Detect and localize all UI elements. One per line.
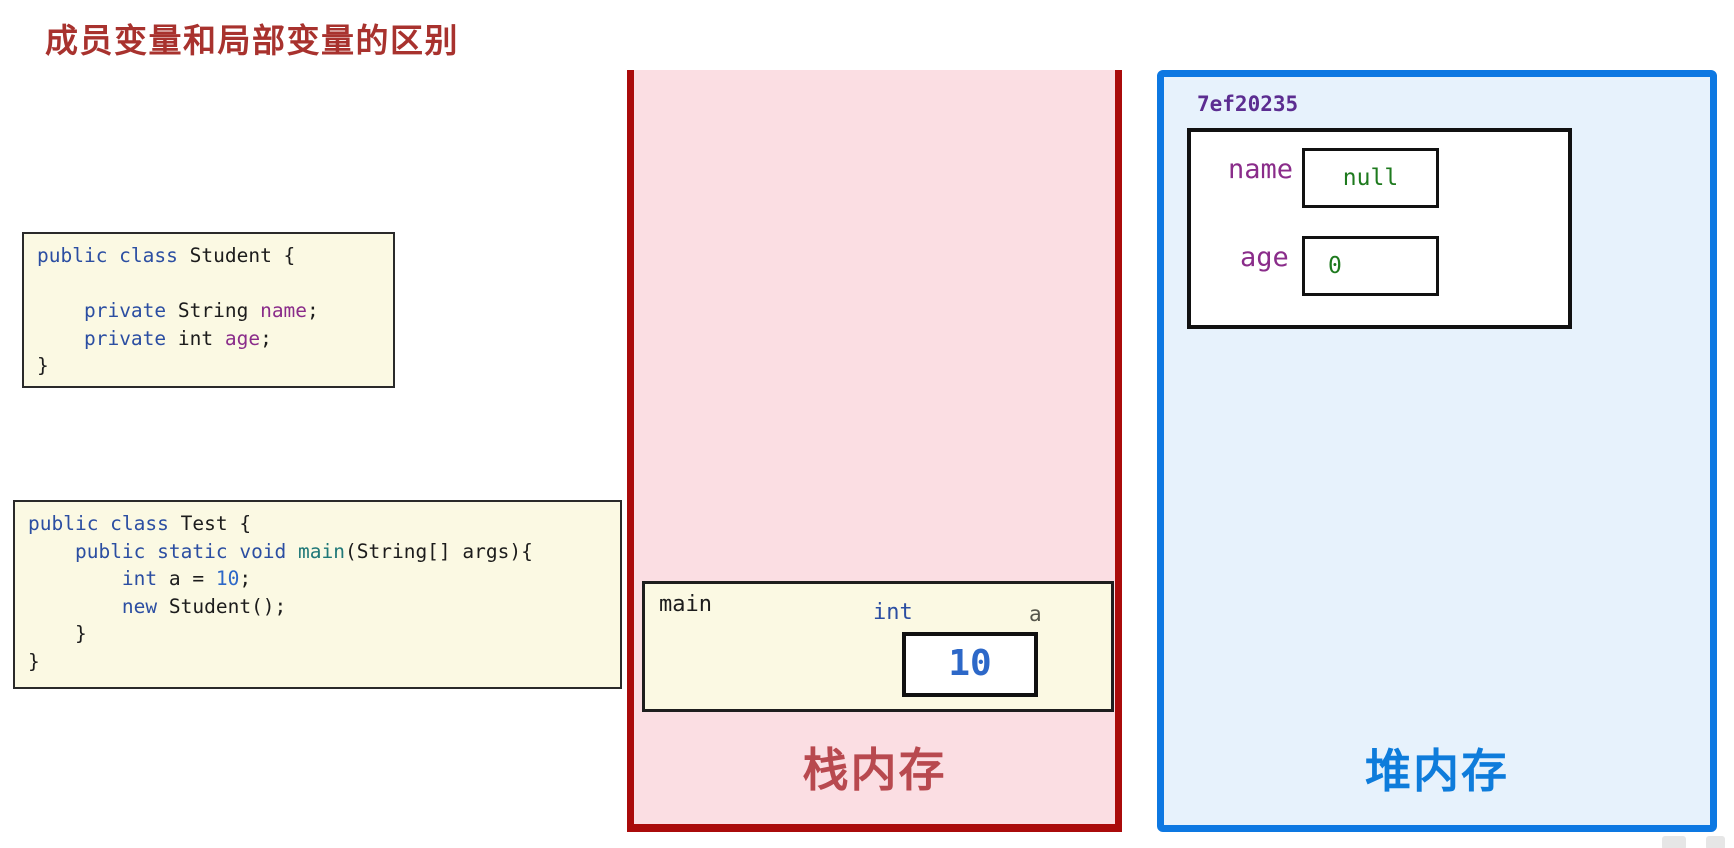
field-age-label: age — [1240, 242, 1289, 273]
heap-memory-region: 7ef20235 name null age 0 堆内存 — [1157, 70, 1717, 832]
heap-memory-label: 堆内存 — [1365, 745, 1509, 797]
field-name-value-box: null — [1302, 148, 1439, 208]
stack-memory-label: 栈内存 — [802, 744, 947, 796]
field-age-value-box: 0 — [1302, 236, 1439, 296]
test-class-code-box: public class Test { public static void m… — [13, 500, 622, 689]
object-address-label: 7ef20235 — [1197, 92, 1299, 116]
watermark-smudge — [1706, 836, 1725, 848]
main-stack-frame: main int a 10 — [642, 581, 1114, 712]
frame-name-label: main — [659, 592, 712, 617]
student-class-code-box: public class Student { private String na… — [22, 232, 395, 388]
variable-type-label: int — [873, 600, 913, 625]
variable-value-box: 10 — [902, 632, 1038, 697]
field-name-label: name — [1228, 154, 1294, 185]
stack-memory-region: main int a 10 栈内存 — [627, 70, 1122, 832]
variable-value: 10 — [948, 643, 992, 684]
variable-name-label: a — [1029, 602, 1042, 626]
field-name-value: null — [1342, 165, 1399, 191]
page-title: 成员变量和局部变量的区别 — [45, 22, 459, 59]
student-object-box: name null age 0 — [1187, 128, 1572, 329]
field-age-value: 0 — [1328, 253, 1342, 279]
watermark-smudge — [1662, 836, 1686, 848]
